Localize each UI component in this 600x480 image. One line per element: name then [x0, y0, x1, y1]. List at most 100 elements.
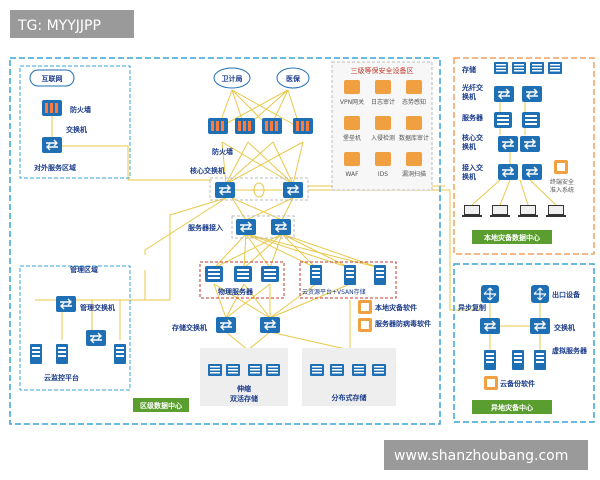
security-device-icon: [344, 80, 360, 94]
storage-area: 伸缩 双活存储 分布式存储: [200, 348, 396, 406]
local-disk-1-icon: [494, 62, 508, 74]
dmz-firewall-icon: [42, 100, 62, 116]
storage-switch-1-icon: [215, 316, 237, 334]
software-group: 本地灾备软件 服务器防病毒软件: [358, 300, 431, 332]
cloud-node-2-icon: [344, 265, 356, 285]
physical-server-label: 物理服务器: [218, 287, 254, 296]
local-storage-label: 存储: [462, 65, 476, 74]
local-disk-3-icon: [530, 62, 544, 74]
cloud-node-3-icon: [374, 265, 386, 285]
local-server-label: 服务器: [462, 113, 484, 122]
local-server-2-icon: [522, 112, 540, 128]
security-device-label: 漏洞扫描: [402, 170, 426, 178]
laptop-3-icon: [518, 205, 538, 217]
dual-storage-disk-1-icon: [208, 364, 222, 376]
dmz-switch-icon: [41, 136, 63, 154]
local-backup-zone: 存储 光纤交 换机 服务器 核心交 换机 接入交 换机 终端安全 准入系统 本地…: [453, 57, 595, 255]
cloud-backup-icon: [484, 376, 498, 390]
core-firewall-2-icon: [235, 118, 255, 134]
cloud-platform: 云资源平台+VSAN存储: [299, 261, 397, 299]
remote-router-2-icon: [530, 284, 550, 304]
monitor-node-2-icon: [56, 344, 68, 364]
remote-backup-zone: 出口设备 异步复制 交换机 虚拟服务器 云备份软件 异地灾备中心: [453, 263, 595, 423]
local-disk-2-icon: [512, 62, 526, 74]
local-access-switch-2-icon: [521, 163, 543, 181]
watermark-top-text: TG: MYYJJPP: [17, 18, 101, 34]
security-device-2: 日志审计: [371, 80, 395, 106]
dmz-area-label: 对外服务区域: [34, 163, 76, 172]
server-access-label: 服务器接入: [188, 223, 223, 232]
physical-server-3-icon: [261, 266, 279, 282]
watermark-top: TG: MYYJJPP: [10, 10, 134, 38]
physical-server-1-icon: [205, 266, 223, 282]
core-firewalls: 防火墙: [208, 118, 313, 156]
core-switch-group: 核心交换机: [190, 166, 309, 201]
terminal-security-label-1: 终端安全: [550, 178, 574, 186]
core-firewall-1-icon: [208, 118, 228, 134]
distributed-disk-2-icon: [330, 364, 344, 376]
external-orgs: 卫计局 医保: [213, 67, 310, 89]
local-access-switch-label-2: 换机: [462, 172, 476, 181]
distributed-disk-3-icon: [352, 364, 366, 376]
dual-storage-disk-2-icon: [226, 364, 240, 376]
security-device-3: 态势感知: [402, 80, 426, 106]
antivirus-software-label: 服务器防病毒软件: [375, 319, 431, 328]
cloud-backup-label: 云备份软件: [500, 379, 535, 388]
remote-dc-title-box: [472, 400, 552, 414]
physical-server-2-icon: [234, 266, 252, 282]
terminal-security-label-2: 准入系统: [550, 186, 574, 194]
cloud-monitor-label: 云监控平台: [44, 373, 79, 382]
core-firewall-label: 防火墙: [212, 147, 233, 156]
remote-async-label: 异步复制: [458, 303, 486, 312]
local-disk-4-icon: [548, 62, 562, 74]
dual-storage-label-2: 双活存储: [230, 394, 258, 403]
security-device-icon: [344, 116, 360, 130]
security-device-icon: [375, 152, 391, 166]
local-access-switch-label-1: 接入交: [462, 163, 484, 172]
security-device-icon: [375, 116, 391, 130]
core-switch-label: 核心交换机: [190, 166, 225, 175]
core-switch-1-icon: [214, 181, 236, 199]
medical-insurance-label: 医保: [286, 74, 301, 83]
security-device-label: 态势感知: [402, 98, 426, 106]
security-zone-title: 三级等保安全设备区: [351, 66, 414, 75]
remote-vm-3-icon: [534, 350, 546, 370]
security-device-label: 入侵检测: [371, 134, 395, 142]
laptop-2-icon: [490, 205, 510, 217]
physical-servers: 物理服务器: [199, 261, 285, 299]
dual-storage-disk-3-icon: [248, 364, 262, 376]
local-core-switch-label-1: 核心交: [462, 133, 484, 142]
storage-switch-group: 存储交换机: [172, 316, 281, 334]
local-dc-title: 本地灾备数据中心: [483, 233, 540, 242]
monitor-node-3-icon: [114, 344, 126, 364]
server-access-switch-2-icon: [270, 218, 292, 236]
security-device-icon: [406, 116, 422, 130]
backup-software-icon: [358, 300, 372, 314]
mgmt-switch-icon: [55, 295, 77, 313]
security-device-icon: [344, 152, 360, 166]
distributed-disk-1-icon: [310, 364, 324, 376]
storage-switch-label: 存储交换机: [172, 323, 207, 332]
security-device-label: 数据库审计: [399, 134, 429, 142]
remote-egress-label: 出口设备: [552, 290, 581, 299]
security-device-icon: [406, 152, 422, 166]
remote-vm-2-icon: [512, 350, 524, 370]
links: [35, 89, 557, 351]
internet-label: 互联网: [42, 74, 63, 83]
cloud-platform-label: 云资源平台+VSAN存储: [302, 288, 366, 296]
security-device-9: 漏洞扫描: [402, 152, 426, 178]
dual-storage-disk-4-icon: [266, 364, 280, 376]
core-switch-2-icon: [282, 181, 304, 199]
internet-cloud-icon: [29, 69, 75, 87]
security-device-label: IDS: [378, 171, 388, 178]
dual-storage-label-1: 伸缩: [236, 384, 251, 393]
remote-vm-1-icon: [484, 350, 496, 370]
dmz-switch-label: 交换机: [66, 125, 87, 134]
backup-software-label: 本地灾备软件: [374, 303, 417, 312]
local-server-1-icon: [494, 112, 512, 128]
core-firewall-4-icon: [293, 118, 313, 134]
security-device-1: VPN网关: [340, 80, 364, 106]
security-device-4: 堡垒机: [343, 116, 361, 142]
